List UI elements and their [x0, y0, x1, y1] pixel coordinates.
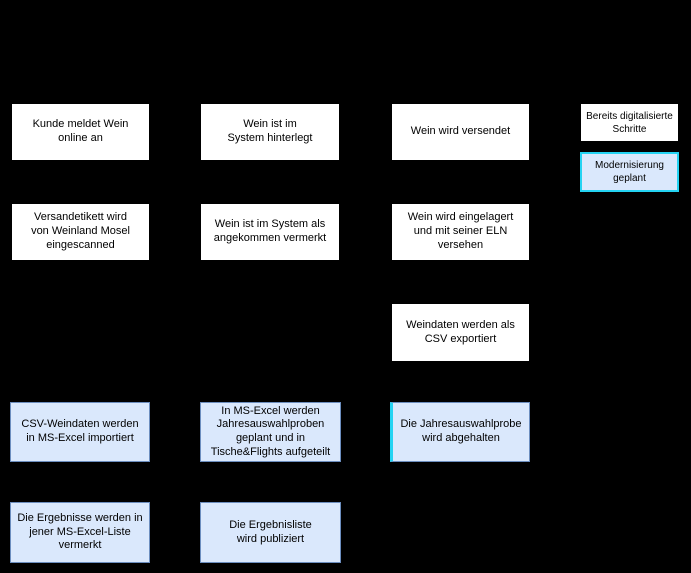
flow-node-label: Die Ergebnisse werden in jener MS-Excel-… [17, 511, 143, 552]
flow-node-csv-weindaten-excel-import[interactable]: CSV-Weindaten werden in MS-Excel importi… [10, 402, 150, 462]
legend-label: Bereits digitalisierte Schritte [586, 110, 673, 135]
flow-node-label: Versandetikett wird von Weinland Mosel e… [31, 211, 130, 251]
flow-node-ergebnisse-in-excel-vermerkt[interactable]: Die Ergebnisse werden in jener MS-Excel-… [10, 502, 150, 563]
legend-item-bereits-digitalisierte-schritte[interactable]: Bereits digitalisierte Schritte [580, 103, 679, 142]
legend-item-modernisierung-geplant[interactable]: Modernisierung geplant [580, 152, 679, 192]
flow-node-ergebnisliste-publiziert[interactable]: Die Ergebnisliste wird publiziert [200, 502, 341, 563]
flow-node-label: Weindaten werden als CSV exportiert [406, 318, 515, 345]
flow-node-label: Die Jahresauswahlprobe wird abgehalten [400, 418, 522, 444]
flow-node-wein-im-system-hinterlegt[interactable]: Wein ist im System hinterlegt [200, 103, 340, 161]
flow-node-label: Wein ist im System als angekommen vermer… [213, 218, 327, 244]
flow-node-label: CSV-Weindaten werden in MS-Excel importi… [21, 418, 139, 444]
flow-node-wein-angekommen-vermerkt[interactable]: Wein ist im System als angekommen vermer… [200, 203, 340, 261]
flow-node-excel-jahresauswahlproben-planung[interactable]: In MS-Excel werden Jahresauswahlproben g… [200, 402, 341, 462]
flow-node-label: Wein wird versendet [410, 125, 511, 138]
flow-node-label: Die Ergebnisliste wird publiziert [229, 518, 312, 545]
flow-node-wein-wird-versendet[interactable]: Wein wird versendet [391, 103, 530, 161]
flow-node-jahresauswahlprobe-abgehalten[interactable]: Die Jahresauswahlprobe wird abgehalten [390, 402, 530, 462]
flow-node-label: Wein wird eingelagert und mit seiner ELN… [407, 211, 514, 251]
flow-node-kunde-meldet-wein[interactable]: Kunde meldet Wein online an [11, 103, 150, 161]
flow-node-label: Wein ist im System hinterlegt [227, 118, 313, 144]
flow-node-wein-eingelagert-eln[interactable]: Wein wird eingelagert und mit seiner ELN… [391, 203, 530, 261]
flow-node-label: Kunde meldet Wein online an [32, 118, 129, 144]
legend-label: Modernisierung geplant [595, 160, 664, 184]
flow-node-label: In MS-Excel werden Jahresauswahlproben g… [210, 404, 331, 458]
flow-node-versandetikett-eingescanned[interactable]: Versandetikett wird von Weinland Mosel e… [11, 203, 150, 261]
flow-node-weindaten-csv-export[interactable]: Weindaten werden als CSV exportiert [391, 303, 530, 362]
